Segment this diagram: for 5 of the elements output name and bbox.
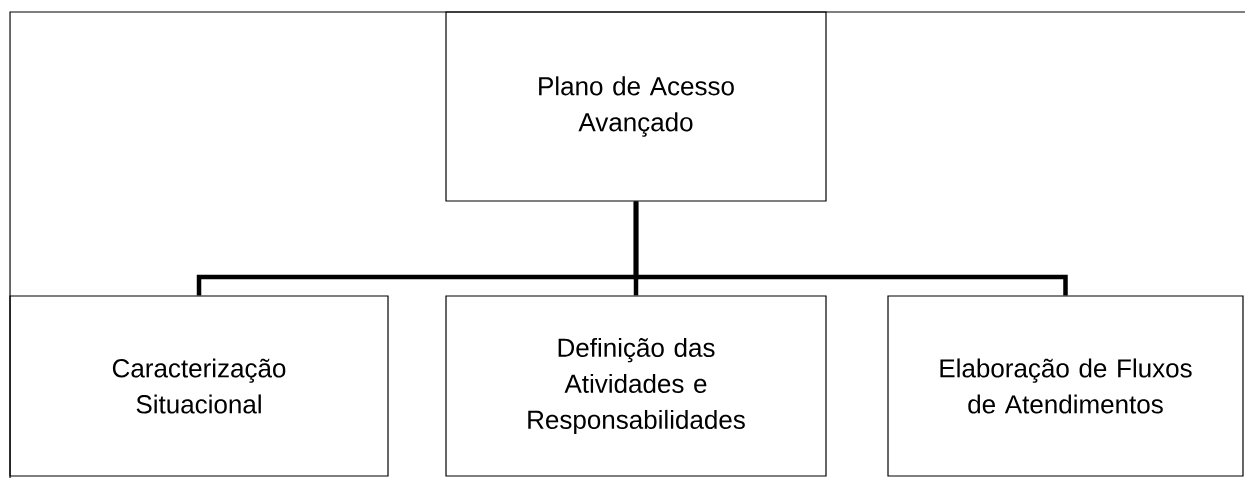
box: Plano de Acesso Avançado <box>445 11 827 202</box>
box: Definição das Atividades e Responsabilidades <box>445 295 827 477</box>
box: Caracterização Situacional <box>9 295 389 477</box>
connector-line <box>633 201 1068 296</box>
box: Elaboração de Fluxos de Atendimentos <box>887 295 1244 477</box>
